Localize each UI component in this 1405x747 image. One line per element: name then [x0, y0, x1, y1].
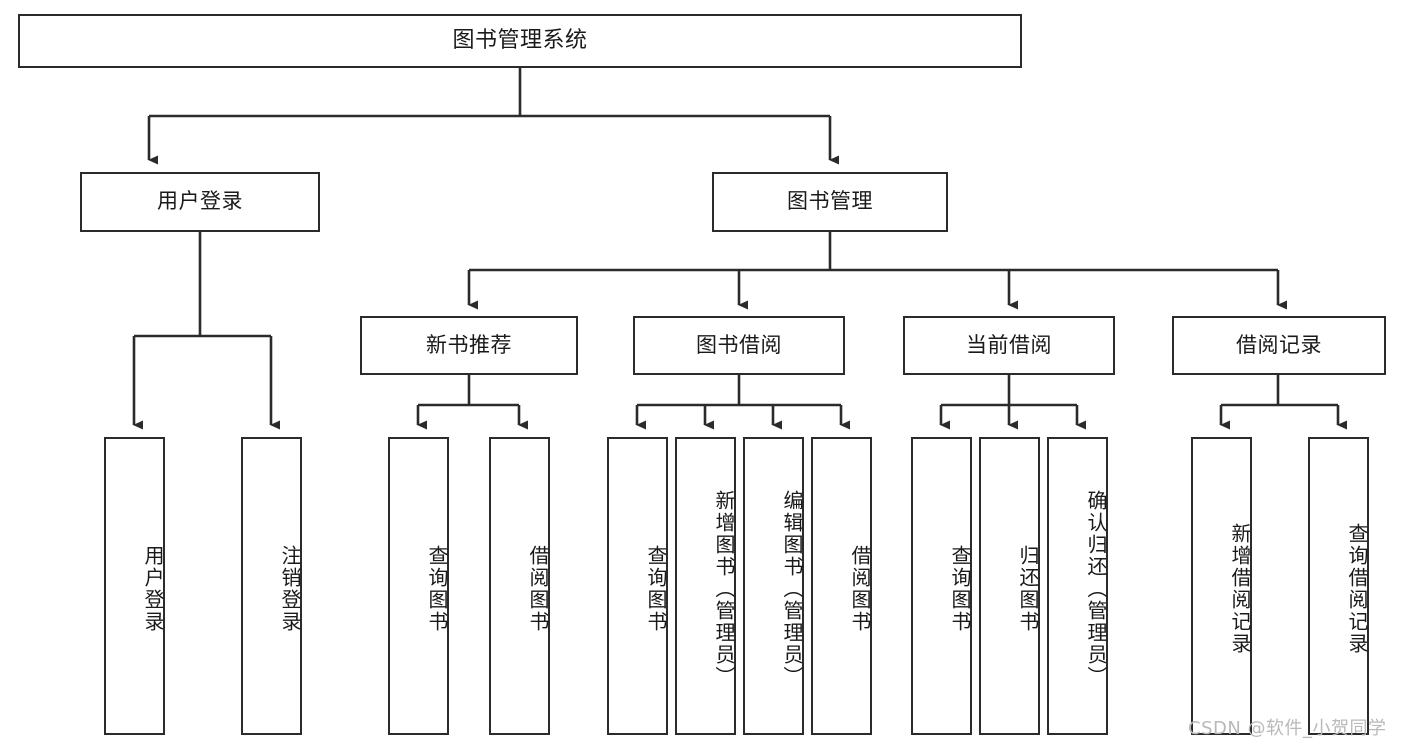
node-label: 新增借阅记录: [1228, 523, 1252, 655]
node-label: 当前借阅: [966, 332, 1052, 357]
leaf-book-borrow-add[interactable]: 新增图书（管理员）: [675, 437, 736, 735]
node-book-management[interactable]: 图书管理: [712, 172, 948, 232]
node-label: 新书推荐: [426, 332, 512, 357]
node-current-borrow[interactable]: 当前借阅: [903, 316, 1115, 375]
node-label: 用户登录: [157, 189, 243, 214]
node-label: 归还图书: [1016, 545, 1040, 633]
node-label: 查询图书: [425, 545, 449, 633]
node-label: 借阅图书: [526, 545, 550, 633]
leaf-current-borrow-confirm-return[interactable]: 确认归还（管理员）: [1047, 437, 1108, 735]
node-root-system[interactable]: 图书管理系统: [18, 14, 1022, 68]
leaf-new-book-query[interactable]: 查询图书: [388, 437, 449, 735]
leaf-user-login-login[interactable]: 用户登录: [104, 437, 165, 735]
node-label: 查询借阅记录: [1345, 523, 1369, 655]
node-label: 查询图书: [644, 545, 668, 633]
node-label: 确认归还（管理员）: [1084, 490, 1108, 688]
node-label: 图书管理: [787, 189, 873, 214]
node-label: 用户登录: [141, 545, 165, 633]
leaf-book-borrow-borrow[interactable]: 借阅图书: [811, 437, 872, 735]
leaf-borrow-record-add[interactable]: 新增借阅记录: [1191, 437, 1252, 735]
node-borrow-record[interactable]: 借阅记录: [1172, 316, 1386, 375]
node-label: 图书借阅: [696, 332, 782, 357]
leaf-current-borrow-query[interactable]: 查询图书: [911, 437, 972, 735]
node-label: 查询图书: [948, 545, 972, 633]
leaf-book-borrow-query[interactable]: 查询图书: [607, 437, 668, 735]
leaf-borrow-record-query[interactable]: 查询借阅记录: [1308, 437, 1369, 735]
node-user-login[interactable]: 用户登录: [80, 172, 320, 232]
node-label: 图书管理系统: [452, 27, 588, 53]
node-label: 新增图书（管理员）: [712, 490, 736, 688]
node-new-book-recommend[interactable]: 新书推荐: [360, 316, 578, 375]
leaf-user-login-logout[interactable]: 注销登录: [241, 437, 302, 735]
node-label: 借阅记录: [1236, 332, 1322, 357]
leaf-current-borrow-return[interactable]: 归还图书: [979, 437, 1040, 735]
leaf-new-book-borrow[interactable]: 借阅图书: [489, 437, 550, 735]
node-label: 借阅图书: [848, 545, 872, 633]
leaf-book-borrow-edit[interactable]: 编辑图书（管理员）: [743, 437, 804, 735]
node-book-borrow[interactable]: 图书借阅: [633, 316, 845, 375]
node-label: 编辑图书（管理员）: [780, 490, 804, 688]
node-label: 注销登录: [278, 545, 302, 633]
